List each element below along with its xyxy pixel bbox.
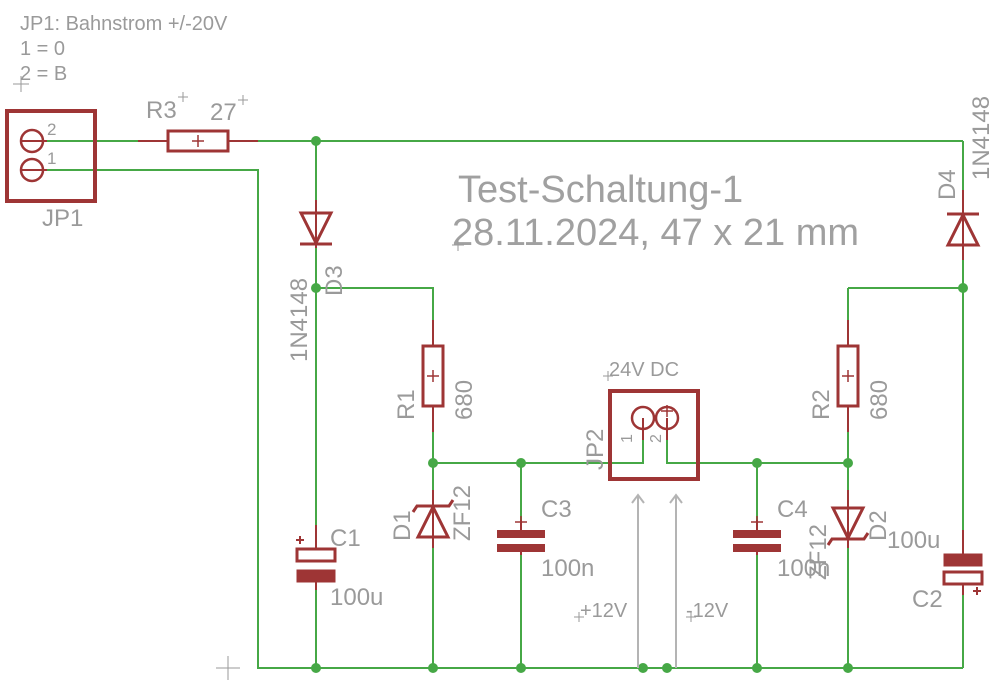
- wires: [47, 140, 964, 669]
- r1-value: 680: [451, 380, 478, 420]
- origin-cross-title: [452, 239, 464, 251]
- d3-diode[interactable]: [298, 200, 334, 248]
- r3-value: 27: [210, 99, 237, 126]
- d2-name: D2: [865, 510, 892, 541]
- r3-origin-crosses: [178, 92, 248, 105]
- jp2-pin1-label: 1: [619, 434, 636, 443]
- r1-resistor[interactable]: [421, 320, 445, 432]
- jp2-connector[interactable]: [608, 389, 700, 481]
- page-title: Test-Schaltung-1: [458, 169, 743, 211]
- page-subtitle: 28.11.2024, 47 x 21 mm: [452, 212, 859, 254]
- c1-name: C1: [330, 525, 361, 552]
- jp1-name: JP1: [42, 205, 83, 232]
- note-line-3: 2 = B: [20, 63, 67, 85]
- jp2-value: 24V DC: [609, 359, 679, 381]
- c4-name: C4: [777, 496, 808, 523]
- d2-zener-diode[interactable]: [826, 490, 870, 548]
- note-line-1: JP1: Bahnstrom +/-20V: [20, 13, 228, 35]
- r3-resistor[interactable]: [138, 129, 258, 153]
- r2-resistor[interactable]: [836, 320, 860, 432]
- d4-value: 1N4148: [968, 96, 995, 180]
- supply-arrows: [631, 493, 683, 668]
- c2-name: C2: [912, 586, 943, 613]
- c2-capacitor[interactable]: [942, 530, 984, 595]
- c3-name: C3: [541, 496, 572, 523]
- c4-capacitor[interactable]: [733, 516, 781, 555]
- c1-capacitor[interactable]: [295, 525, 337, 590]
- note-line-2: 1 = 0: [20, 38, 65, 60]
- jp2-pin2-label: 2: [648, 434, 665, 443]
- c4-value: 100n: [777, 555, 830, 582]
- c2-value: 100u: [887, 527, 940, 554]
- jp2-origin-cross: [603, 371, 613, 381]
- jp1-pin2-label: 2: [47, 120, 56, 139]
- jp2-name: JP2: [582, 429, 609, 470]
- c3-capacitor[interactable]: [497, 516, 545, 555]
- d2-value: ZF12: [805, 524, 832, 580]
- d3-value: 1N4148: [286, 278, 313, 362]
- r2-value: 680: [866, 380, 893, 420]
- c3-value: 100n: [541, 555, 594, 582]
- jp1-pin1-label: 1: [47, 149, 56, 168]
- d1-value: ZF12: [449, 485, 476, 541]
- r1-name: R1: [393, 389, 420, 420]
- supply-left-label: +12V: [580, 600, 628, 622]
- d4-diode[interactable]: [945, 190, 981, 260]
- supply-right-label: -12V: [686, 600, 729, 622]
- d1-zener-diode[interactable]: [411, 490, 455, 548]
- r2-name: R2: [808, 389, 835, 420]
- d4-name: D4: [934, 169, 961, 200]
- d1-name: D1: [389, 510, 416, 541]
- c1-value: 100u: [330, 584, 383, 611]
- junctions: [311, 136, 968, 673]
- r3-name: R3: [146, 97, 177, 124]
- misc-origin-crosses: [216, 612, 696, 680]
- jp1-connector[interactable]: [5, 109, 97, 203]
- d3-name: D3: [321, 265, 348, 296]
- origin-cross-note: [13, 76, 29, 92]
